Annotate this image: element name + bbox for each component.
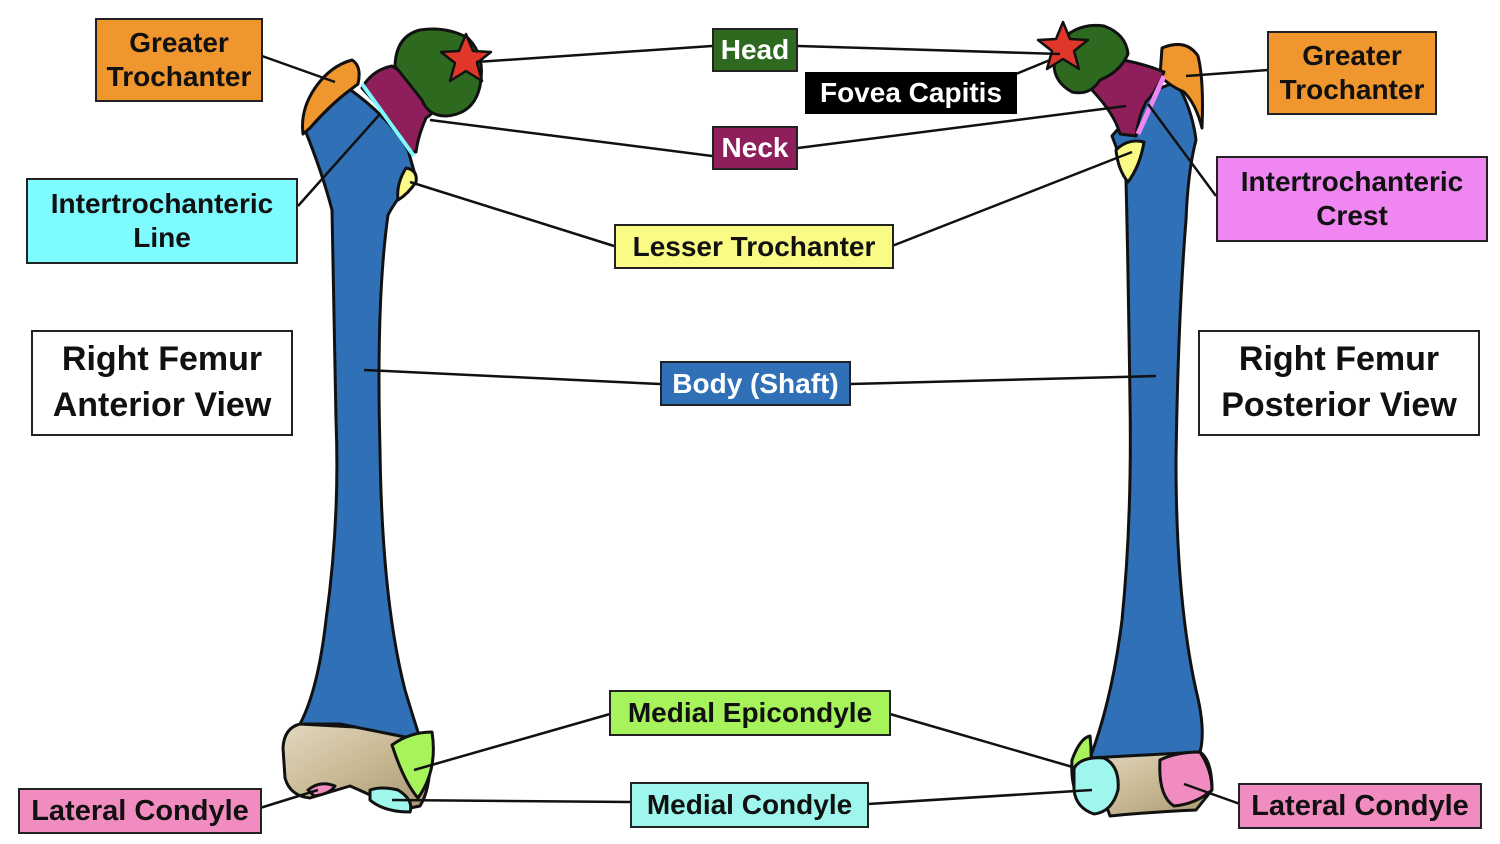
label-medial-epicondyle-text: Medial Epicondyle <box>627 697 873 729</box>
leader-medial-condyle-left <box>391 798 631 804</box>
label-medial-epicondyle: Medial Epicondyle <box>609 690 891 736</box>
label-intertrochanteric-line: Intertrochanteric Line <box>26 178 298 264</box>
label-medial-condyle: Medial Condyle <box>630 782 869 828</box>
label-lateral-condyle-right: Lateral Condyle <box>1238 783 1482 829</box>
leader-lateral-condyle-left <box>259 788 319 810</box>
label-fovea-capitis-text: Fovea Capitis <box>819 77 1003 109</box>
leader-body-right <box>849 374 1157 386</box>
label-head-text: Head <box>720 34 790 66</box>
label-greater-trochanter-left-line2: Trochanter <box>106 61 252 92</box>
leader-lines <box>259 44 1269 810</box>
leader-head-left <box>475 44 713 64</box>
label-medial-condyle-text: Medial Condyle <box>646 789 853 821</box>
label-lateral-condyle-left: Lateral Condyle <box>18 788 262 834</box>
leader-greater-trochanter-left <box>261 54 336 84</box>
leader-neck-right <box>797 104 1127 150</box>
leader-medial-epicondyle-left <box>413 712 611 772</box>
leader-medial-epicondyle-right <box>889 712 1077 770</box>
label-intertrochanteric-crest-line2: Crest <box>1316 200 1388 231</box>
leader-lesser-trochanter-right <box>891 150 1133 248</box>
leader-lesser-trochanter-left <box>409 180 615 248</box>
label-greater-trochanter-right-line1: Greater <box>1302 40 1402 72</box>
leader-intertrochanteric-crest <box>1146 103 1218 197</box>
label-neck: Neck <box>712 126 798 170</box>
leader-neck-left <box>429 118 713 158</box>
lesser-trochanter-posterior[interactable] <box>1114 139 1146 184</box>
star-icon <box>1036 20 1090 71</box>
label-intertrochanteric-crest-line1: Intertrochanteric <box>1240 166 1464 198</box>
leader-lateral-condyle-right <box>1183 782 1241 806</box>
label-head: Head <box>712 28 798 72</box>
femur-shaft-posterior[interactable] <box>1088 80 1204 760</box>
label-lateral-condyle-left-text: Lateral Condyle <box>31 794 249 827</box>
greater-trochanter-anterior[interactable] <box>301 58 361 136</box>
label-body-shaft-text: Body (Shaft) <box>672 367 839 399</box>
label-lesser-trochanter: Lesser Trochanter <box>614 224 894 269</box>
view-title-anterior-line1: Right Femur <box>61 340 263 379</box>
medial-condyle-anterior[interactable] <box>368 786 413 814</box>
label-lateral-condyle-right-text: Lateral Condyle <box>1251 789 1469 822</box>
label-fovea-capitis: Fovea Capitis <box>805 72 1017 114</box>
intertrochanteric-line-anterior[interactable] <box>360 82 416 158</box>
leader-fovea-capitis <box>1015 58 1051 76</box>
femur-anterior <box>281 27 483 814</box>
label-lesser-trochanter-text: Lesser Trochanter <box>632 230 876 262</box>
star-icon <box>439 32 493 83</box>
medial-condyle-posterior[interactable] <box>1072 756 1120 816</box>
leader-head-right <box>797 44 1061 56</box>
leader-body-left <box>363 368 661 386</box>
femur-posterior <box>1052 23 1214 818</box>
leader-greater-trochanter-right <box>1185 68 1269 78</box>
label-intertrochanteric-line-line2: Line <box>133 222 191 253</box>
leader-medial-condyle-right <box>867 788 1093 806</box>
view-title-posterior: Right Femur Posterior View <box>1198 330 1480 436</box>
label-intertrochanteric-crest: Intertrochanteric Crest <box>1216 156 1488 242</box>
label-neck-text: Neck <box>721 132 789 164</box>
greater-trochanter-posterior[interactable] <box>1158 42 1204 130</box>
view-title-posterior-line2: Posterior View <box>1221 386 1457 424</box>
label-body-shaft: Body (Shaft) <box>660 361 851 406</box>
label-greater-trochanter-left-line1: Greater <box>129 27 229 59</box>
leader-intertrochanteric-line <box>297 113 381 207</box>
label-intertrochanteric-line-line1: Intertrochanteric <box>50 188 274 220</box>
medial-epicondyle-anterior[interactable] <box>390 730 435 800</box>
label-greater-trochanter-left: Greater Trochanter <box>95 18 263 102</box>
lateral-condyle-posterior[interactable] <box>1158 750 1214 808</box>
view-title-anterior-line2: Anterior View <box>52 386 272 424</box>
label-greater-trochanter-right: Greater Trochanter <box>1267 31 1437 115</box>
lateral-condyle-anterior[interactable] <box>306 782 337 798</box>
view-title-posterior-line1: Right Femur <box>1238 340 1440 379</box>
view-title-anterior: Right Femur Anterior View <box>31 330 293 436</box>
label-greater-trochanter-right-line2: Trochanter <box>1279 74 1425 105</box>
intertrochanteric-crest-posterior[interactable] <box>1135 74 1167 136</box>
lesser-trochanter-anterior[interactable] <box>396 166 418 202</box>
